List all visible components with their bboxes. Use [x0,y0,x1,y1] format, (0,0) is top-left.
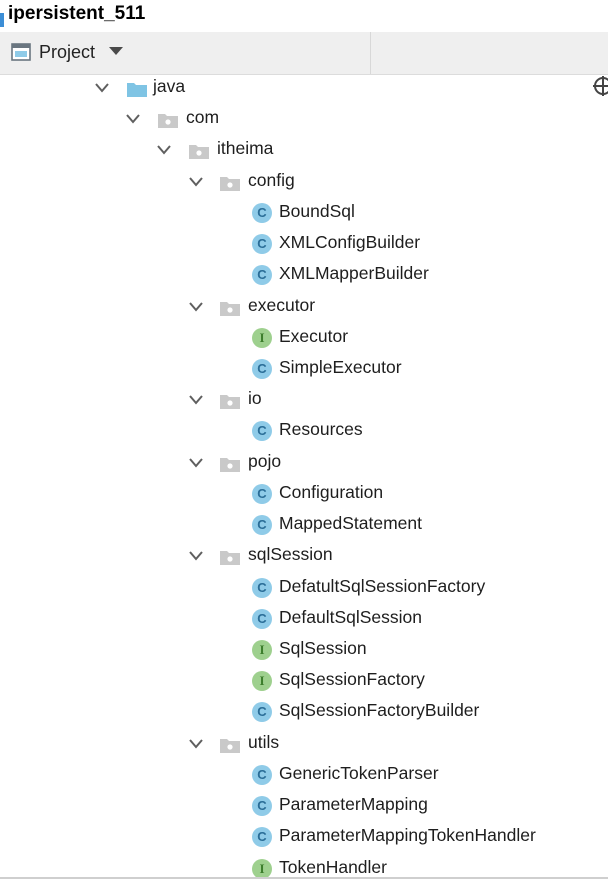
project-window-icon [11,43,31,61]
class-icon: C [252,796,272,817]
chevron-down-icon[interactable] [189,457,203,468]
class-icon: C [252,577,272,598]
interface-icon: I [252,327,272,348]
interface-icon: I [252,671,272,692]
tree-item-label: Executor [279,325,349,346]
tree-item-label: config [248,169,295,190]
title-accent-bar [0,13,4,27]
tree-item-label: itheima [217,138,274,159]
class-icon: C [252,358,272,379]
bottom-border [0,877,608,879]
tree-row-defatultsqlsessionfactory[interactable]: C DefatultSqlSessionFactory [0,574,608,602]
tree-row-executor[interactable]: I Executor [0,324,608,352]
tree-item-label: DefaultSqlSession [279,606,422,627]
tree-item-label: TokenHandler [279,856,387,877]
tree-item-label: GenericTokenParser [279,762,439,783]
chevron-down-icon[interactable] [189,738,203,749]
class-icon: C [252,265,272,286]
class-icon: C [252,764,272,785]
class-icon: C [252,202,272,223]
tree-row-sqlsession[interactable]: I SqlSession [0,636,608,664]
interface-icon: I [252,639,272,660]
tree-row-config[interactable]: config [0,168,608,196]
tree-item-label: XMLMapperBuilder [279,263,429,284]
tree-item-label: MappedStatement [279,513,423,534]
tree-item-label: io [248,388,262,409]
tree-row-simpleexecutor[interactable]: C SimpleExecutor [0,355,608,383]
tree-item-label: XMLConfigBuilder [279,232,421,253]
window-titlebar: ipersistent_511 [0,0,608,30]
chevron-down-icon[interactable] [189,177,203,187]
tree-item-label: DefatultSqlSessionFactory [279,575,486,596]
tree-item-label: SqlSession [279,637,367,658]
chevron-down-icon[interactable] [189,395,203,405]
tree-row-mappedstatement[interactable]: C MappedStatement [0,511,608,539]
package-folder-icon [220,395,240,410]
tree-row-xmlconfigbuilder[interactable]: C XMLConfigBuilder [0,230,608,258]
tree-item-label: com [186,107,220,128]
window-title: ipersistent_511 [8,3,146,24]
class-icon: C [252,608,272,629]
tree-item-label: ParameterMapping [279,794,428,815]
tree-row-sqlsessionfactory[interactable]: I SqlSessionFactory [0,667,608,695]
tree-row-parametermapping[interactable]: C ParameterMapping [0,792,608,820]
class-icon: C [252,483,272,504]
tree-item-label: Resources [279,419,363,440]
tree-item-label: Configuration [279,481,384,502]
tree-row-configuration[interactable]: C Configuration [0,480,608,508]
project-toolbar: Project [0,32,608,96]
tree-item-label: sqlSession [248,544,333,565]
tree-row-tokenhandler[interactable]: I TokenHandler [0,855,608,883]
chevron-down-icon[interactable] [157,145,171,155]
interface-icon: I [252,858,272,879]
chevron-down-icon[interactable] [189,551,203,561]
tree-item-label: executor [248,294,316,315]
tree-item-label: SimpleExecutor [279,356,402,377]
tree-item-label: java [153,76,186,96]
tree-row-parametermappingtokenhandler[interactable]: C ParameterMappingTokenHandler [0,823,608,851]
class-icon: C [252,234,272,255]
tree-row-defaultsqlsession[interactable]: C DefaultSqlSession [0,605,608,633]
package-folder-icon [220,176,240,191]
class-icon: C [252,421,272,442]
class-icon: C [252,827,272,848]
tree-row-java[interactable]: java [0,74,608,102]
tree-item-label: utils [248,731,280,752]
tree-row-sqlsessionfactorybuilder[interactable]: C SqlSessionFactoryBuilder [0,698,608,726]
project-view-label[interactable]: Project [39,42,96,62]
tree-item-label: ParameterMappingTokenHandler [279,825,536,846]
package-folder-icon [220,738,240,753]
package-folder-icon [220,301,240,316]
tree-row-itheima[interactable]: itheima [0,136,608,164]
tree-row-xmlmapperbuilder[interactable]: C XMLMapperBuilder [0,261,608,289]
tree-row-pojo[interactable]: pojo [0,449,608,477]
chevron-down-icon[interactable] [126,114,140,124]
source-folder-icon [127,83,147,97]
tree-item-label: SqlSessionFactoryBuilder [279,700,480,721]
tree-row-utils[interactable]: utils [0,730,608,758]
chevron-down-icon[interactable] [189,301,203,312]
toolbar-divider [370,32,371,74]
package-folder-icon [189,145,209,160]
tree-item-label: pojo [248,450,282,471]
tree-row-executor[interactable]: executor [0,293,608,321]
tree-row-sqlsession[interactable]: sqlSession [0,542,608,570]
tree-row-io[interactable]: io [0,386,608,414]
chevron-down-icon[interactable] [95,83,109,93]
package-folder-icon [220,551,240,566]
package-folder-icon [220,457,240,472]
class-icon: C [252,702,272,723]
tree-item-label: BoundSql [279,200,355,221]
tree-row-resources[interactable]: C Resources [0,417,608,445]
package-folder-icon [158,114,178,129]
tree-row-boundsql[interactable]: C BoundSql [0,199,608,227]
class-icon: C [252,515,272,536]
locate-target-icon[interactable] [592,75,608,97]
tree-item-label: SqlSessionFactory [279,669,425,690]
tree-row-generictokenparser[interactable]: C GenericTokenParser [0,761,608,789]
tree-row-com[interactable]: com [0,105,608,133]
chevron-down-icon[interactable] [109,47,123,55]
